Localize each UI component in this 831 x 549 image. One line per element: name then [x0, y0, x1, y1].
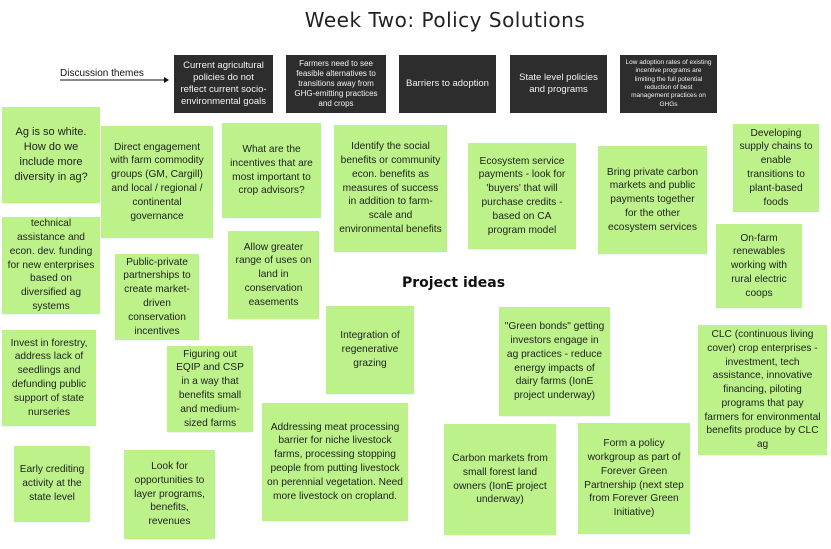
sticky-note[interactable]: Invest in forestry, address lack of seed… — [2, 330, 96, 426]
theme-card[interactable]: Barriers to adoption — [399, 55, 496, 113]
sticky-note[interactable]: Figuring out EQIP and CSP in a way that … — [167, 346, 253, 432]
sticky-note[interactable]: technical assistance and econ. dev. fund… — [2, 217, 100, 314]
sticky-note[interactable]: What are the incentives that are most im… — [222, 123, 321, 218]
sticky-note[interactable]: Look for opportunities to layer programs… — [124, 450, 215, 539]
sticky-note[interactable]: CLC (continuous living cover) crop enter… — [698, 325, 827, 455]
sticky-note[interactable]: "Green bonds" getting investors engage i… — [499, 307, 610, 416]
board-title: Week Two: Policy Solutions — [304, 8, 586, 32]
sticky-note[interactable]: Allow greater range of uses on land in c… — [228, 231, 319, 319]
sticky-note[interactable]: Integration of regenerative grazing — [326, 306, 414, 394]
sticky-note[interactable]: Developing supply chains to enable trans… — [733, 124, 819, 212]
discussion-themes-label: Discussion themes — [60, 68, 144, 79]
sticky-note[interactable]: Bring private carbon markets and public … — [598, 146, 707, 254]
sticky-note[interactable]: Ecosystem service payments - look for 'b… — [468, 143, 576, 249]
sticky-note[interactable]: Public-private partnerships to create ma… — [115, 254, 199, 340]
sticky-note[interactable]: Form a policy workgroup as part of Forev… — [578, 423, 690, 534]
theme-card[interactable]: Low adoption rates of existing incentive… — [620, 55, 717, 113]
sticky-note[interactable]: Early crediting activity at the state le… — [14, 446, 90, 522]
project-ideas-label: Project ideas — [402, 275, 506, 291]
sticky-note[interactable]: On-farm renewables working with rural el… — [716, 224, 802, 308]
theme-card[interactable]: Farmers need to see feasible alternative… — [286, 55, 386, 113]
theme-card[interactable]: State level policies and programs — [510, 55, 607, 113]
sticky-note[interactable]: Carbon markets from small forest land ow… — [444, 424, 556, 535]
sticky-note[interactable]: Ag is so white. How do we include more d… — [2, 107, 100, 203]
sticky-note[interactable]: Direct engagement with farm commodity gr… — [101, 126, 213, 238]
arrow-right-icon — [60, 77, 169, 83]
sticky-note[interactable]: Identify the social benefits or communit… — [334, 125, 447, 252]
sticky-note[interactable]: Addressing meat processing barrier for n… — [262, 403, 408, 521]
theme-card[interactable]: Current agricultural policies do not ref… — [174, 55, 273, 113]
